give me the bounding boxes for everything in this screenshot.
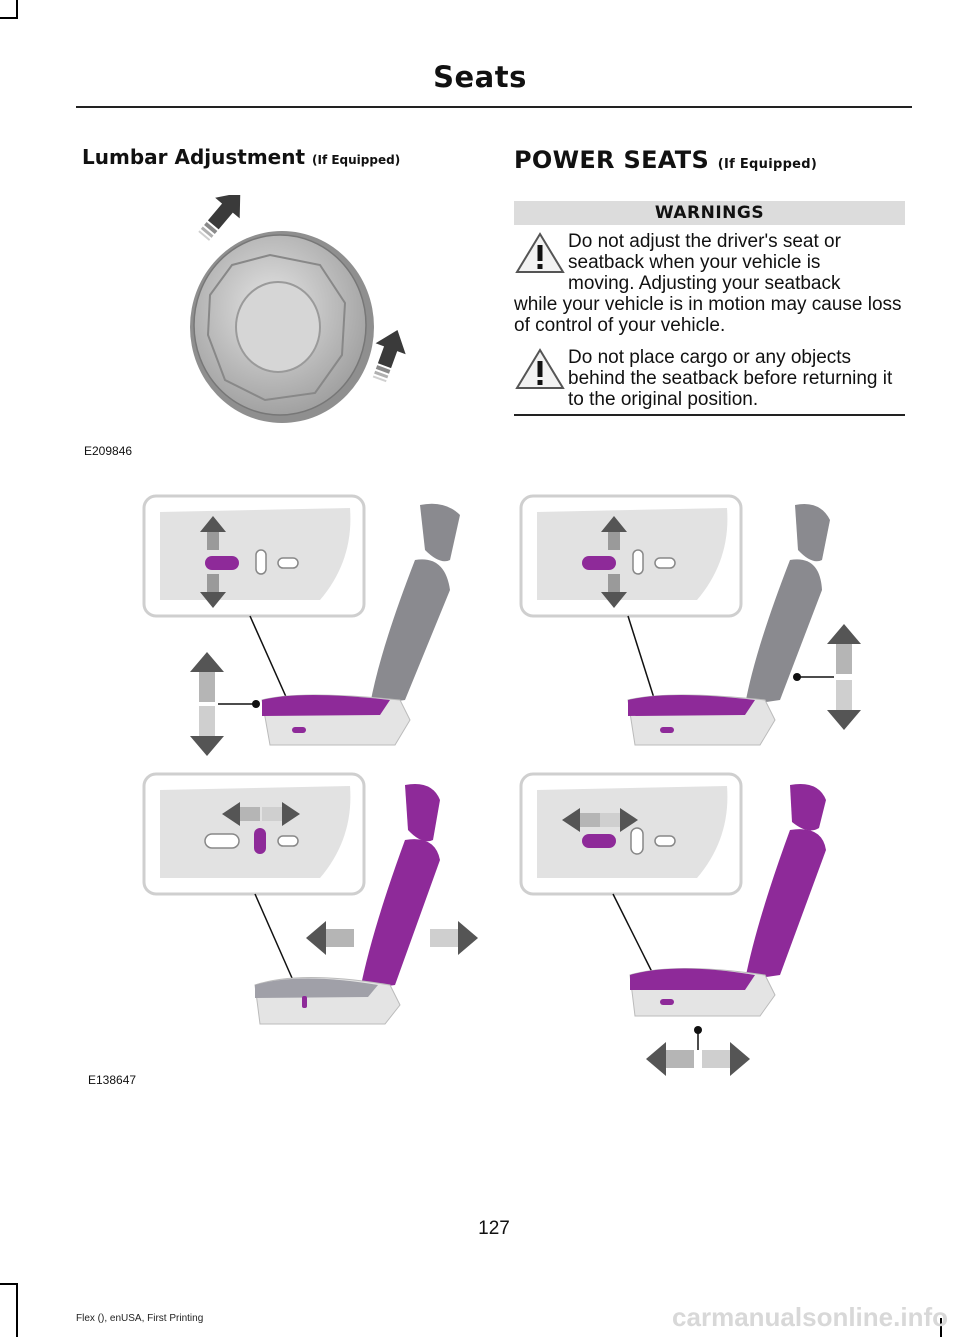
seat-recline-illustration	[627, 504, 861, 746]
seat-panel-height	[142, 494, 366, 721]
knob-grip	[206, 253, 347, 402]
warnings-title: WARNINGS	[514, 201, 905, 225]
arrow-up-right-icon	[198, 195, 241, 241]
warning-1-rest: while your vehicle is in motion may caus…	[514, 294, 902, 336]
power-seats-heading-text: POWER SEATS	[514, 146, 710, 174]
arrow-up-down-icon	[190, 652, 224, 756]
warning-2: Do not place cargo or any objects behind…	[568, 347, 893, 410]
lumbar-heading-text: Lumbar Adjustment	[82, 145, 306, 169]
seat-fore-aft-illustration	[629, 784, 826, 1076]
seat-controls-illustration	[142, 494, 861, 1076]
arrow-up-icon	[372, 329, 406, 383]
seat-panel-tilt	[519, 494, 743, 721]
arrow-right-icon	[430, 921, 478, 955]
footer-edition: Flex (), enUSA, First Printing	[76, 1313, 204, 1324]
knob-center	[235, 281, 321, 373]
power-seats-note: (If Equipped)	[717, 157, 818, 172]
crop-mark	[0, 17, 18, 19]
arrow-up-down-icon	[827, 624, 861, 730]
seat-lumbar-illustration	[254, 784, 478, 1025]
lumbar-note: (If Equipped)	[312, 153, 401, 167]
power-seats-heading: POWER SEATS (If Equipped)	[514, 146, 817, 174]
seat-height-illustration	[190, 503, 460, 756]
warning-triangle-icon	[515, 348, 565, 389]
crop-mark	[16, 0, 18, 18]
crop-mark	[0, 1283, 18, 1285]
figure-code: E209846	[84, 444, 133, 458]
crop-mark	[16, 1283, 18, 1337]
arrow-left-icon	[306, 921, 354, 955]
lumbar-heading: Lumbar Adjustment (If Equipped)	[82, 145, 400, 169]
warning-1-indent: Do not adjust the driver's seat or seatb…	[568, 231, 841, 294]
figure-code: E138647	[88, 1073, 137, 1087]
header-divider	[76, 106, 912, 108]
seat-panel-lumbar	[142, 772, 366, 1007]
seat-panel-fore-aft	[519, 772, 743, 996]
page-title: Seats	[433, 60, 527, 94]
watermark: carmanualsonline.info	[672, 1302, 948, 1332]
arrow-left-right-icon	[646, 1042, 750, 1076]
lumbar-knob-illustration	[190, 195, 406, 423]
warnings-divider	[514, 414, 905, 416]
crop-mark	[940, 1318, 942, 1337]
warning-triangle-icon	[515, 232, 565, 273]
page-number: 127	[478, 1218, 510, 1239]
